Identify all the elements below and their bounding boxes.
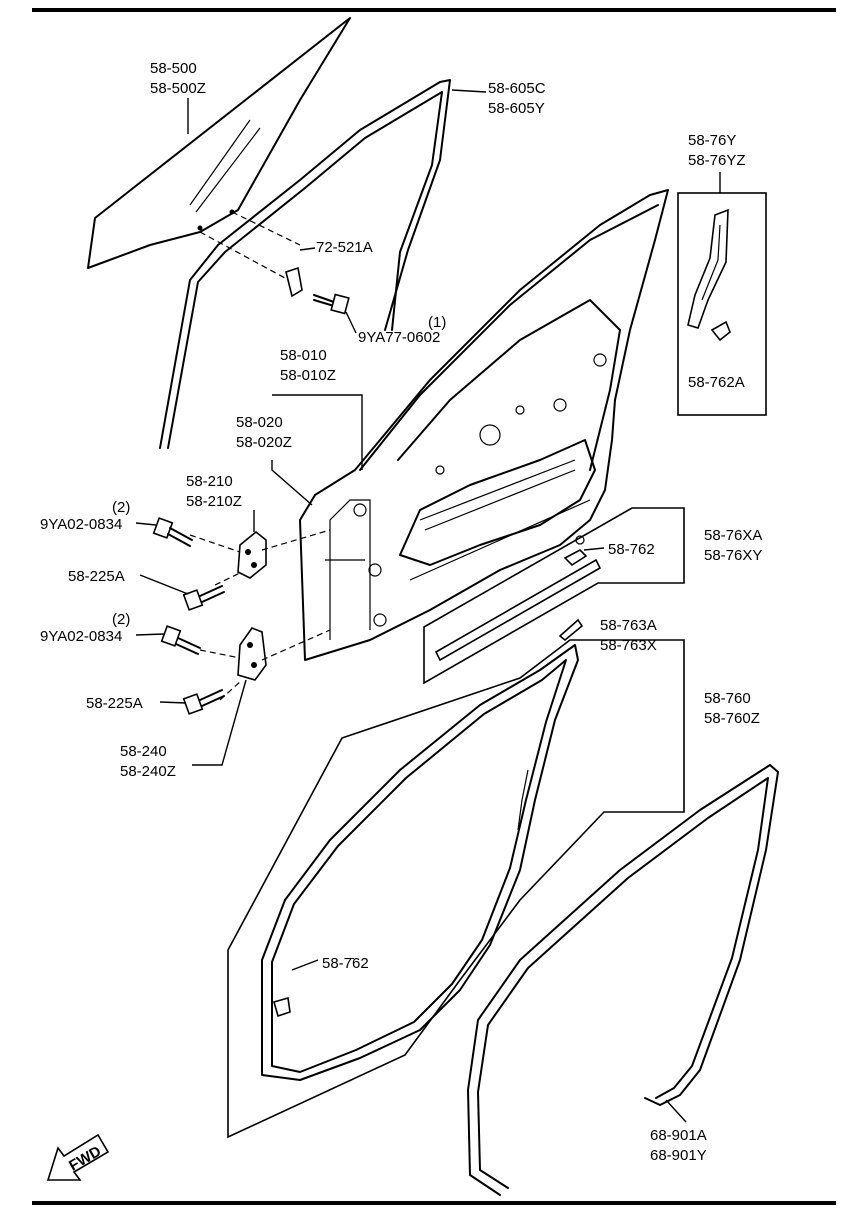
label-225-upper: 58-225A bbox=[68, 568, 125, 585]
glass-run-channel-part[interactable] bbox=[159, 79, 451, 449]
label-screw-qty: (1) bbox=[428, 314, 446, 331]
leader-bolt-upper bbox=[135, 522, 157, 526]
link-upper-hinge bbox=[189, 529, 331, 586]
label-lower-hinge-2: 58-240Z bbox=[120, 763, 176, 780]
sill-callout-box bbox=[423, 507, 685, 685]
label-weatherstrip-1: 58-760 bbox=[704, 690, 751, 707]
label-lower-hinge-1: 58-240 bbox=[120, 743, 167, 760]
label-channel-2: 58-605Y bbox=[488, 100, 545, 117]
label-bolt-upper: 9YA02-0834 bbox=[40, 516, 122, 533]
door-shell-part[interactable] bbox=[299, 189, 669, 661]
leader-225-lower bbox=[159, 701, 187, 704]
label-bolt-lower: 9YA02-0834 bbox=[40, 628, 122, 645]
lower-hinge-bolt-part[interactable] bbox=[160, 625, 201, 655]
label-clip72: 72-521A bbox=[316, 239, 373, 256]
window-glass-part[interactable] bbox=[87, 17, 351, 269]
link-glass-clip bbox=[199, 211, 301, 279]
label-screw: 9YA77-0602 bbox=[358, 329, 440, 346]
label-225-lower: 58-225A bbox=[86, 695, 143, 712]
label-door-shell-2: 58-010Z bbox=[280, 367, 336, 384]
leader-opening-trim bbox=[665, 1099, 687, 1123]
glass-screw-part[interactable] bbox=[313, 293, 350, 315]
garnish-callout-box bbox=[677, 192, 767, 416]
weatherstrip-clip-part[interactable] bbox=[273, 996, 291, 1018]
upper-hinge-bolt-part[interactable] bbox=[152, 517, 193, 547]
lower-hinge-screw-part[interactable] bbox=[182, 689, 225, 715]
label-glass-1: 58-500 bbox=[150, 60, 197, 77]
label-garnish-1: 58-76Y bbox=[688, 132, 736, 149]
label-opening-trim-1: 68-901A bbox=[650, 1127, 707, 1144]
garnish-clip-part[interactable] bbox=[710, 320, 731, 342]
lower-hinge-part[interactable] bbox=[237, 627, 267, 681]
label-sill-2: 58-76XY bbox=[704, 547, 762, 564]
label-upper-hinge-1: 58-210 bbox=[186, 473, 233, 490]
leader-lower-hinge bbox=[192, 679, 247, 766]
door-weatherstrip-part[interactable] bbox=[261, 644, 579, 1081]
window-clip-part[interactable] bbox=[285, 266, 303, 298]
garnish-part[interactable] bbox=[687, 208, 729, 329]
label-weatherstrip-2: 58-760Z bbox=[704, 710, 760, 727]
leader-sill-clip bbox=[583, 547, 605, 551]
label-door-shell-1: 58-010 bbox=[280, 347, 327, 364]
label-bolt-lower-qty: (2) bbox=[112, 611, 130, 628]
label-molding-clip-1: 58-763A bbox=[600, 617, 657, 634]
upper-hinge-part[interactable] bbox=[237, 530, 267, 579]
label-upper-hinge-2: 58-210Z bbox=[186, 493, 242, 510]
label-opening-trim-2: 68-901Y bbox=[650, 1147, 707, 1164]
label-door-panel-1: 58-020 bbox=[236, 414, 283, 431]
leader-channel bbox=[451, 89, 487, 93]
leader-screw bbox=[345, 311, 357, 334]
label-bolt-upper-qty: (2) bbox=[112, 499, 130, 516]
label-glass-2: 58-500Z bbox=[150, 80, 206, 97]
opening-trim-part[interactable] bbox=[467, 764, 779, 1196]
leader-225-upper bbox=[139, 574, 189, 595]
label-garnish-clip: 58-762A bbox=[688, 374, 745, 391]
leader-weatherstrip-clip bbox=[291, 959, 319, 971]
weatherstrip-callout-box bbox=[227, 639, 685, 1139]
leader-door-panel bbox=[271, 460, 313, 506]
forward-arrow-icon: FWD bbox=[46, 1133, 110, 1181]
label-sill-clip: 58-762 bbox=[608, 541, 655, 558]
leader-bolt-lower bbox=[135, 633, 165, 636]
molding-clip-part[interactable] bbox=[558, 618, 584, 642]
sill-clip-part[interactable] bbox=[563, 549, 588, 567]
label-door-panel-2: 58-020Z bbox=[236, 434, 292, 451]
label-sill-1: 58-76XA bbox=[704, 527, 762, 544]
leader-door-shell bbox=[272, 394, 363, 470]
label-weatherstrip-clip: 58-7̄62 bbox=[322, 955, 369, 972]
label-garnish-2: 58-76YZ bbox=[688, 152, 746, 169]
upper-hinge-screw-part[interactable] bbox=[182, 585, 225, 611]
label-channel-1: 58-605C bbox=[488, 80, 546, 97]
label-molding-clip-2: 58-763X bbox=[600, 637, 657, 654]
sill-molding-part[interactable] bbox=[434, 558, 602, 662]
leader-clip72 bbox=[299, 247, 316, 251]
